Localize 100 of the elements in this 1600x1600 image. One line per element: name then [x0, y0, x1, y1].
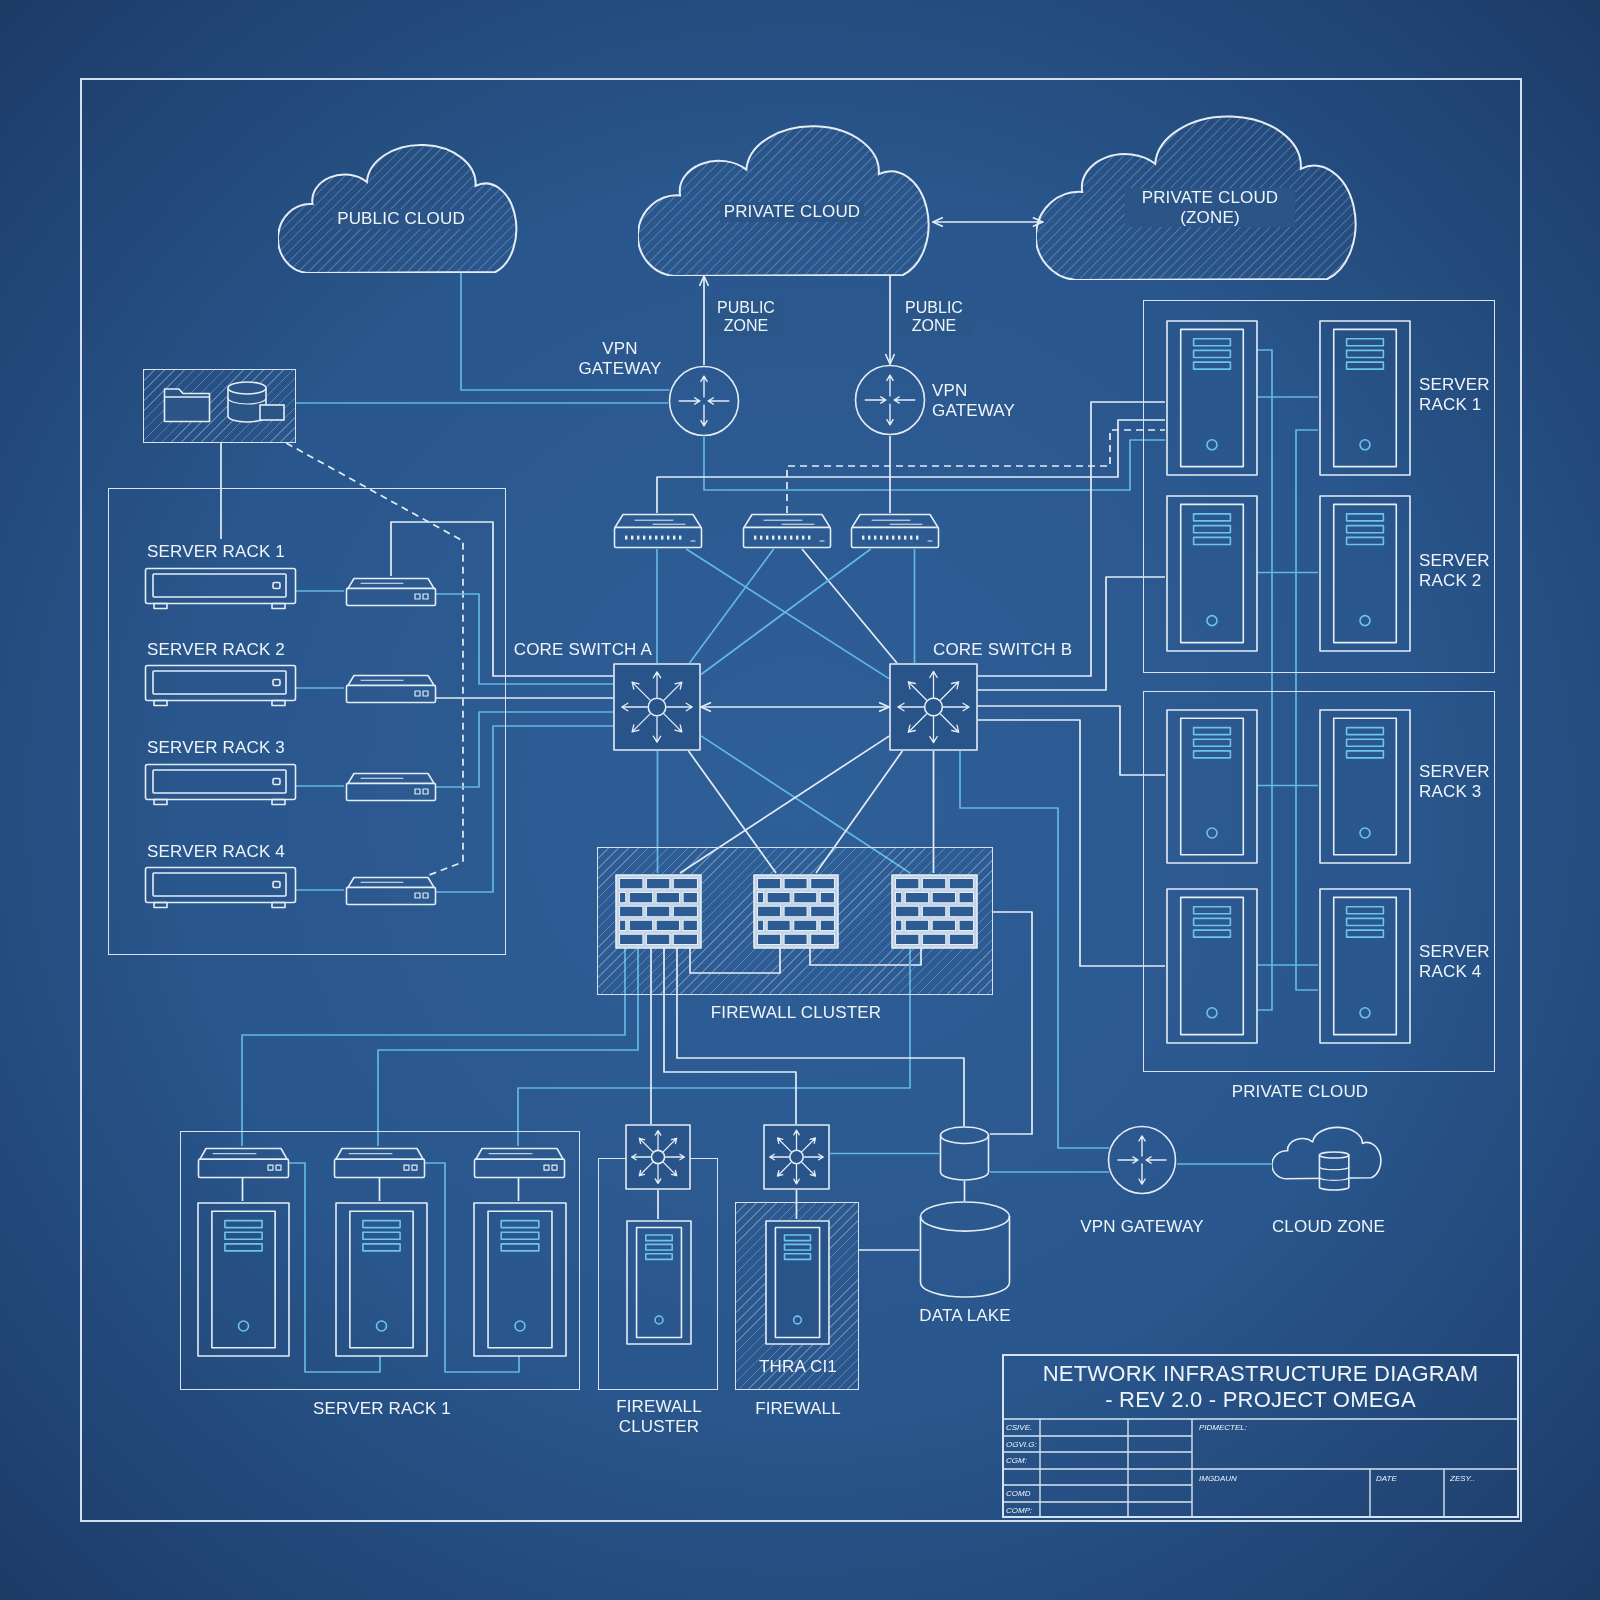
server-tower-icon: [765, 1220, 830, 1345]
device-label: SERVER RACK 3: [147, 738, 285, 758]
connector-line: [295, 889, 345, 891]
connector-line: [809, 947, 922, 966]
connector-line: [517, 947, 911, 1147]
field-label: ZESY..: [1450, 1473, 1475, 1484]
connector-line: [295, 687, 345, 689]
network-switch-icon: [197, 1147, 290, 1179]
connector-line: [241, 1177, 244, 1202]
server-tower-icon: [1166, 320, 1258, 476]
server-tower-icon: [1166, 709, 1258, 864]
connector-line: [1256, 964, 1319, 966]
connector-line: [889, 435, 891, 514]
device-label: VPN GATEWAY: [932, 381, 1017, 421]
connector-line: [989, 911, 1033, 1135]
connector-line: [650, 947, 652, 1125]
connector-line: [703, 436, 1166, 491]
connector-line: [801, 548, 898, 664]
arrow: [698, 275, 710, 366]
diagram-title: NETWORK INFRASTRUCTURE DIAGRAM - REV 2.0 - PROJECT OMEGA: [1042, 1361, 1479, 1414]
rack-label: SERVER RACK 2: [1419, 551, 1491, 591]
server-tower-icon: [473, 1202, 567, 1357]
connector-line: [829, 1152, 940, 1155]
connector-line: [679, 735, 890, 874]
device-label: VPN GATEWAY: [1080, 1217, 1204, 1237]
network-switch-icon: [850, 513, 940, 549]
network-switch-icon: [345, 577, 437, 607]
connector-line: [989, 1171, 1110, 1173]
network-switch-icon: [473, 1147, 566, 1179]
field-label: COMD: [1006, 1488, 1031, 1499]
connector-line: [295, 590, 345, 592]
network-switch-icon: [613, 513, 703, 549]
rack-label: SERVER RACK 3: [1419, 762, 1491, 802]
rack-label: SERVER RACK 1: [1419, 375, 1491, 415]
connector-line: [700, 548, 872, 676]
network-switch-icon: [345, 772, 437, 802]
device-label: CLOUD ZONE: [1271, 1217, 1386, 1237]
connector-line: [959, 750, 1110, 1149]
edge-label: PUBLIC ZONE: [896, 299, 972, 336]
connector-line: [435, 711, 614, 788]
connector-line: [858, 1249, 920, 1251]
group-label: THRA CI1: [759, 1357, 837, 1377]
device-label: SERVER RACK 2: [147, 640, 285, 660]
server-tower-icon: [626, 1220, 692, 1345]
connector-line: [676, 947, 965, 1127]
connector-line: [378, 1177, 381, 1202]
group-label: SERVER RACK 1: [313, 1399, 451, 1419]
server-tower-icon: [1166, 888, 1258, 1044]
connector-line: [977, 719, 1166, 967]
device-label: CORE SWITCH A: [513, 640, 652, 660]
arrow: [884, 275, 896, 365]
rack-label: SERVER RACK 4: [1419, 942, 1491, 982]
storage-panel: [143, 369, 296, 443]
connector-line: [377, 947, 639, 1147]
connector-line: [1256, 349, 1273, 1011]
brick-wall-icon: [615, 874, 702, 949]
connector-line: [435, 697, 614, 699]
brick-wall-icon: [753, 874, 839, 949]
connector-line: [517, 1177, 520, 1202]
connector-line: [288, 1162, 381, 1373]
field-label: IMGDAUN: [1199, 1473, 1237, 1484]
network-switch-icon: [333, 1147, 426, 1179]
connector-line: [295, 402, 669, 404]
connector-line: [241, 947, 626, 1147]
field-label: CGM:: [1006, 1455, 1027, 1466]
connector-line: [1175, 1163, 1273, 1165]
connector-line: [685, 548, 890, 680]
connector-line: [460, 272, 671, 391]
field-label: DATE: [1376, 1473, 1397, 1484]
group-label: FIREWALL CLUSTER: [710, 1003, 882, 1023]
group-label: FIREWALL CLUSTER: [615, 1397, 703, 1437]
connector-line: [700, 735, 911, 874]
group-label: PRIVATE CLOUD: [1231, 1082, 1369, 1102]
device-label: CORE SWITCH B: [933, 640, 1073, 660]
dashed-connector-line: [285, 442, 464, 876]
network-switch-icon: [742, 513, 832, 549]
rack-enclosure: [108, 488, 506, 955]
field-label: OGVI.G:: [1006, 1439, 1037, 1450]
network-switch-icon: [345, 876, 437, 906]
connector-line: [435, 725, 614, 893]
connector-line: [1295, 429, 1319, 991]
field-label: CSIVE.: [1006, 1422, 1033, 1433]
arrow: [700, 701, 890, 713]
connector-line: [688, 548, 775, 664]
brick-wall-icon: [891, 874, 978, 949]
connector-line: [424, 1162, 520, 1373]
connector-line: [390, 521, 614, 677]
connector-line: [795, 1189, 798, 1220]
connector-line: [1256, 784, 1319, 787]
connector-line: [963, 1180, 966, 1202]
edge-label: PUBLIC ZONE: [708, 299, 784, 336]
connector-line: [656, 750, 659, 874]
connector-line: [656, 419, 1166, 514]
cloud-label: PRIVATE CLOUD (ZONE): [1125, 188, 1295, 228]
connector-line: [913, 548, 916, 664]
device-label: VPN GATEWAY: [577, 339, 663, 379]
network-switch-icon: [345, 674, 437, 704]
connector-line: [932, 750, 935, 874]
connector-line: [977, 705, 1166, 776]
server-tower-icon: [197, 1202, 290, 1357]
